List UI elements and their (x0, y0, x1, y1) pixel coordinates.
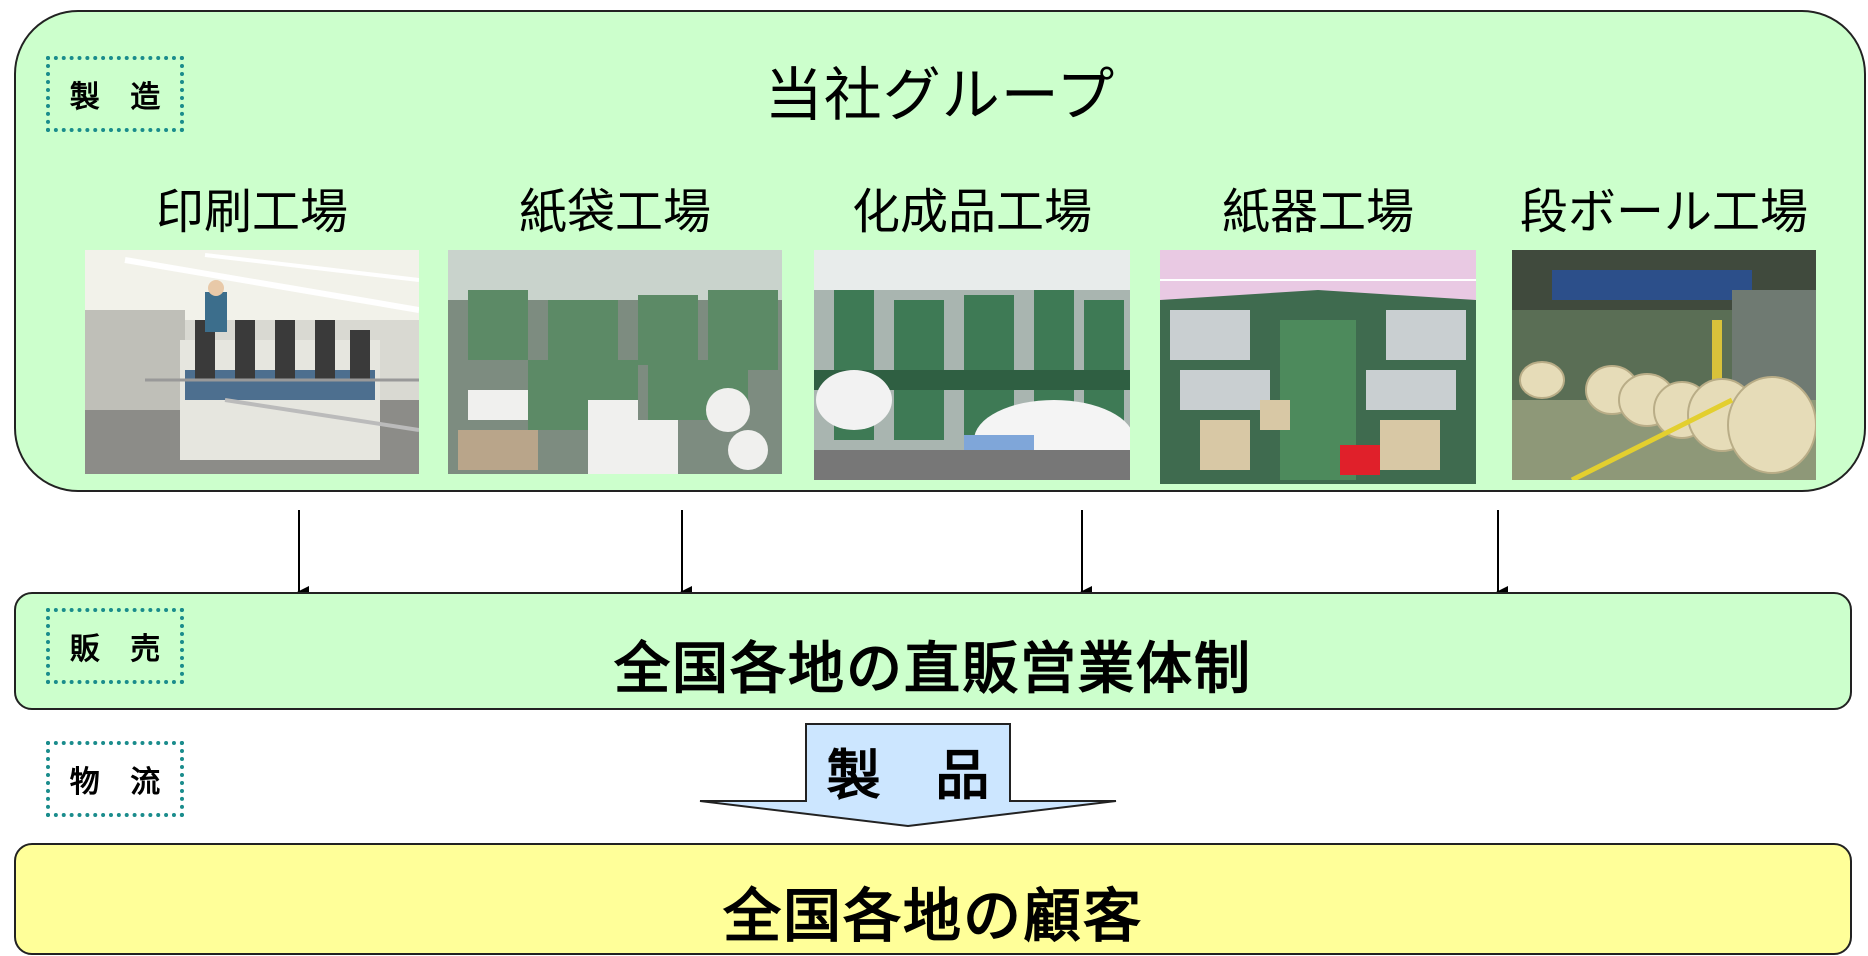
factory-label-printing: 印刷工場 (155, 184, 348, 240)
logistics-tag: 物 流 (46, 741, 184, 817)
customer-panel: 全国各地の顧客 (14, 843, 1852, 955)
factory-label-chemical: 化成品工場 (851, 184, 1092, 240)
product-label: 製 品 (826, 743, 1008, 807)
factory-label-paper-bag: 紙袋工場 (518, 184, 711, 240)
customer-text: 全国各地の顧客 (722, 882, 1143, 950)
factory-label-paper-container: 紙器工場 (1221, 184, 1414, 240)
group-title: 当社グループ (764, 61, 1116, 129)
factory-label-corrugated: 段ボール工場 (1519, 184, 1808, 240)
paper-container-factory-photo (1160, 250, 1476, 484)
paper-bag-factory-photo (448, 250, 782, 474)
chemical-products-factory-photo (814, 250, 1130, 480)
printing-factory-photo (85, 250, 419, 474)
corrugated-board-factory-photo (1512, 250, 1816, 480)
sales-tag: 販 売 (46, 608, 184, 684)
manufacturing-tag: 製 造 (46, 56, 184, 132)
sales-text: 全国各地の直販営業体制 (614, 637, 1252, 702)
sales-panel: 全国各地の直販営業体制 (14, 592, 1852, 710)
